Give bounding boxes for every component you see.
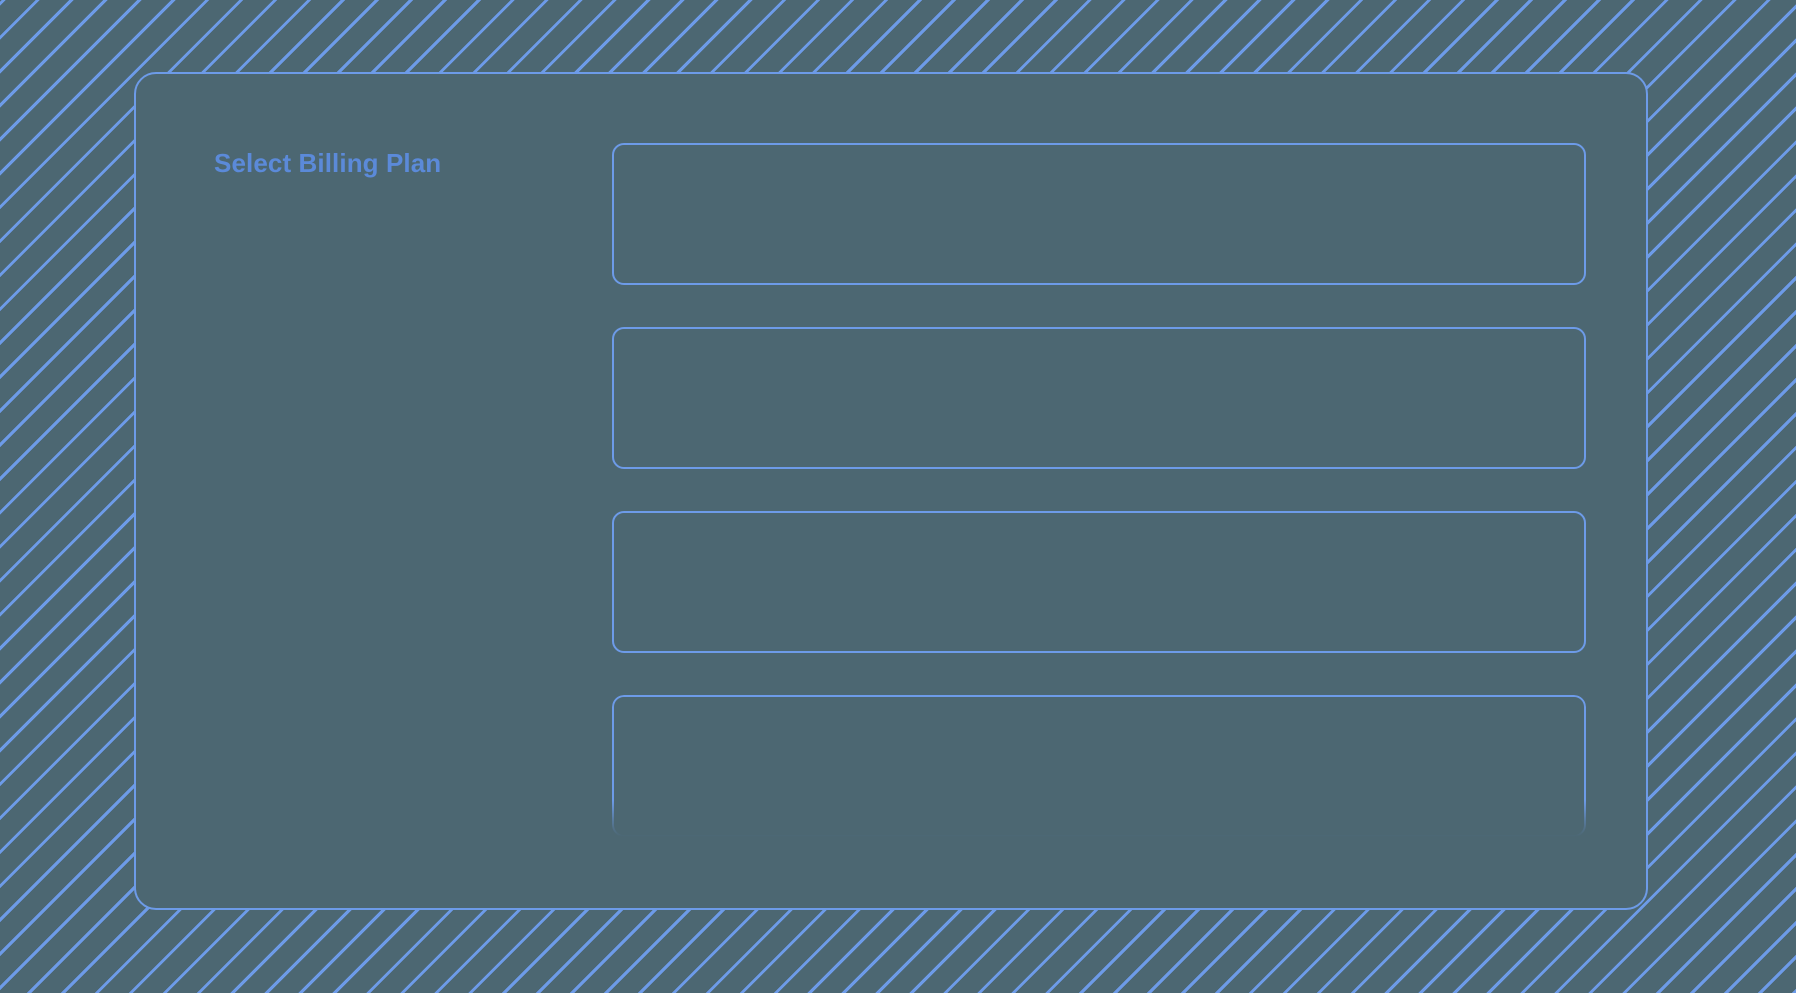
plan-option-card[interactable]	[612, 327, 1586, 469]
billing-plan-panel: Select Billing Plan	[134, 72, 1648, 910]
plan-option-card[interactable]	[612, 511, 1586, 653]
plan-option-card[interactable]	[612, 143, 1586, 285]
page-title: Select Billing Plan	[214, 148, 442, 179]
plan-option-card[interactable]	[612, 695, 1586, 837]
plan-option-list	[612, 143, 1586, 912]
